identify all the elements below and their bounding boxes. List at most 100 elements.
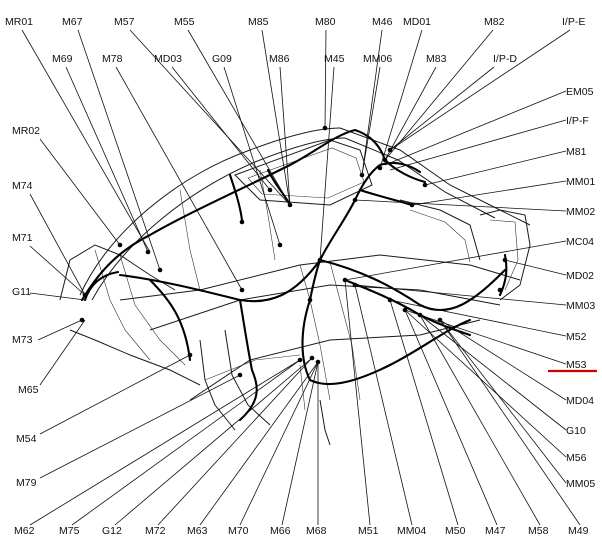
label-m73: M73: [12, 334, 33, 346]
leader-line-md01: [379, 29, 423, 169]
leader-line-m80: [324, 29, 327, 129]
leader-line-m46: [361, 29, 383, 176]
leader-line-i-p-d: [389, 66, 495, 151]
label-em05: EM05: [566, 86, 594, 98]
leader-line-g11: [29, 292, 86, 301]
leader-line-m67: [77, 29, 161, 271]
leader-line-mc04: [344, 240, 567, 281]
leader-line-m57: [129, 29, 291, 206]
leader-line-m54: [39, 354, 191, 435]
leader-line-m56: [404, 309, 567, 458]
label-m69: M69: [52, 53, 73, 65]
label-m53: M53: [566, 359, 587, 371]
leader-line-m86: [279, 66, 291, 206]
leader-line-m73: [37, 319, 83, 341]
label-m49: M49: [568, 525, 589, 537]
leader-line-mm05: [439, 319, 567, 484]
label-m75: M75: [59, 525, 80, 537]
leader-line-m75: [71, 359, 301, 526]
leader-line-md02: [504, 259, 567, 276]
leader-line-m66: [281, 361, 319, 526]
leader-line-m85: [261, 29, 291, 206]
leader-line-mm06: [361, 66, 381, 176]
label-mm05: MM05: [566, 478, 595, 490]
leader-line-i-p-f: [389, 119, 567, 171]
label-m68: M68: [306, 525, 327, 537]
label-m63: M63: [187, 525, 208, 537]
label-m83: M83: [426, 53, 447, 65]
label-i-p-d: I/P-D: [493, 53, 517, 65]
label-md03: MD03: [154, 53, 182, 65]
label-i-p-f: I/P-F: [566, 115, 589, 127]
leader-line-m58: [419, 314, 541, 526]
leader-line-m52: [389, 299, 567, 337]
leader-line-m83: [384, 66, 437, 161]
leader-line-mm04: [354, 284, 413, 526]
label-md02: MD02: [566, 270, 594, 282]
label-m58: M58: [528, 525, 549, 537]
label-m55: M55: [174, 16, 195, 28]
label-m72: M72: [145, 525, 166, 537]
label-m62: M62: [14, 525, 35, 537]
label-mr02: MR02: [12, 125, 40, 137]
leader-line-g09: [223, 66, 281, 246]
label-m66: M66: [270, 525, 291, 537]
label-m70: M70: [228, 525, 249, 537]
label-mm06: MM06: [363, 53, 392, 65]
label-mr01: MR01: [5, 16, 33, 28]
leader-line-m71: [29, 245, 86, 296]
vehicle-body-outline: [59, 127, 531, 446]
label-i-p-e: I/P-E: [562, 16, 585, 28]
leader-line-mr01: [21, 29, 151, 253]
label-mm03: MM03: [566, 300, 595, 312]
leader-line-m51: [344, 279, 371, 526]
label-g11: G11: [12, 286, 31, 298]
label-m56: M56: [566, 452, 587, 464]
label-m71: M71: [12, 232, 33, 244]
label-g12: G12: [102, 525, 122, 537]
leader-line-em05: [384, 90, 567, 166]
label-m45: M45: [324, 53, 345, 65]
label-m52: M52: [566, 331, 587, 343]
label-m67: M67: [62, 16, 83, 28]
label-m46: M46: [372, 16, 393, 28]
label-md01: MD01: [403, 16, 431, 28]
wiring-harness: [80, 128, 508, 422]
label-g09: G09: [212, 53, 232, 65]
label-m54: M54: [16, 433, 37, 445]
label-m86: M86: [269, 53, 290, 65]
leader-line-g12: [114, 357, 313, 526]
label-m85: M85: [248, 16, 269, 28]
label-m47: M47: [485, 525, 506, 537]
leader-line-m74: [29, 193, 86, 296]
leader-line-m70: [239, 361, 319, 526]
label-g10: G10: [566, 425, 586, 437]
leader-line-i-p-e: [389, 29, 571, 151]
label-m50: M50: [445, 525, 466, 537]
label-m80: M80: [315, 16, 336, 28]
leader-line-m63: [199, 361, 319, 526]
label-m82: M82: [484, 16, 505, 28]
leader-line-m45: [319, 66, 335, 261]
leader-line-mm03: [354, 284, 567, 306]
leader-line-g10: [419, 314, 567, 431]
leader-line-m81: [424, 150, 567, 186]
label-m79: M79: [16, 477, 37, 489]
leader-line-m69: [65, 66, 149, 253]
label-m81: M81: [566, 146, 587, 158]
label-mm04: MM04: [397, 525, 426, 537]
label-m78: M78: [102, 53, 123, 65]
leader-line-m55: [187, 29, 291, 206]
leader-line-m65: [39, 319, 86, 386]
leader-line-m72: [157, 357, 313, 526]
label-md04: MD04: [566, 395, 594, 407]
leader-line-mm01: [411, 180, 567, 206]
leader-line-m78: [115, 66, 243, 291]
leader-lines: [21, 29, 581, 526]
label-mm01: MM01: [566, 176, 595, 188]
leader-line-md03: [171, 66, 271, 191]
label-m74: M74: [12, 180, 33, 192]
